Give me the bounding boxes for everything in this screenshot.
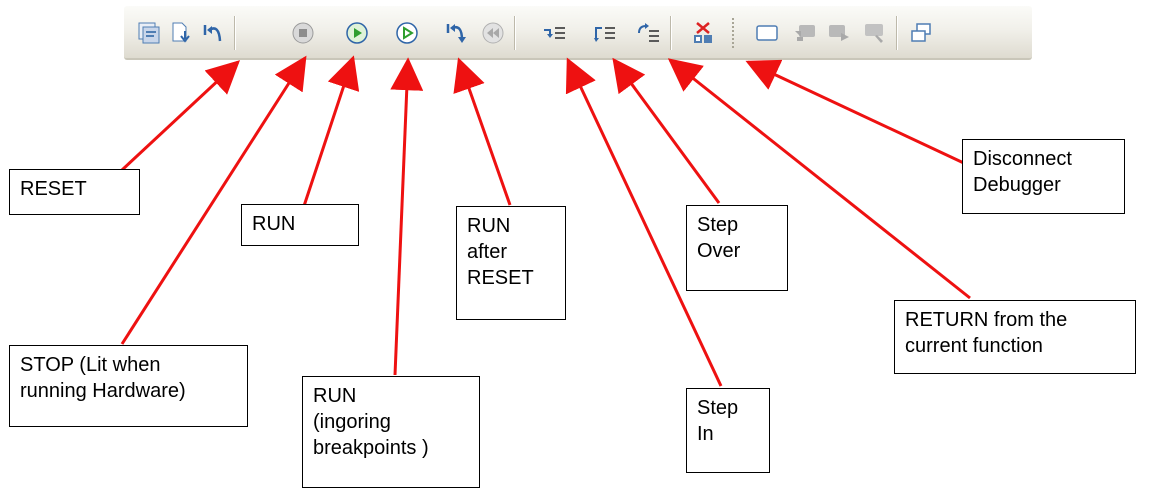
- toolbar-button-watch-window[interactable]: [862, 20, 888, 46]
- callout-disconnect-line: Disconnect: [973, 148, 1072, 170]
- toolbar-separator: [896, 16, 898, 50]
- callout-run-ignore-breakpoints: RUN (ingoring breakpoints ): [302, 376, 480, 488]
- toolbar-button-reset[interactable]: [200, 20, 226, 46]
- toolbar-button-run-after-reset[interactable]: [444, 20, 470, 46]
- arrow-reset: [120, 60, 241, 172]
- step-over-icon: [594, 27, 615, 42]
- callout-disconnect-line: Debugger: [973, 174, 1061, 196]
- toolbar-button-window[interactable]: [754, 20, 780, 46]
- callout-stop-line: STOP (Lit when: [20, 354, 161, 376]
- arrow-run-after-reset: [453, 57, 512, 206]
- callout-step-over-line: Step: [697, 214, 739, 236]
- download-icon: [172, 22, 190, 43]
- watch-window-icon: [865, 24, 883, 43]
- callout-step-over-line: Over: [697, 240, 741, 262]
- callout-stop: STOP (Lit when running Hardware): [9, 345, 248, 427]
- memory-window-icon: [795, 25, 815, 41]
- callout-run-ignore-line: breakpoints ): [313, 437, 429, 459]
- register-window-icon: [829, 25, 849, 41]
- toolbar-button-run[interactable]: [344, 20, 370, 46]
- callout-run-ignore-line: RUN: [313, 385, 357, 407]
- disconnect-icon: [694, 22, 712, 43]
- project-icon: [138, 22, 160, 44]
- window-icon: [756, 25, 778, 41]
- toolbar-button-step-over[interactable]: [592, 20, 618, 46]
- toolbar-separator: [670, 16, 672, 50]
- callout-disconnect-debugger: Disconnect Debugger: [962, 139, 1125, 214]
- callout-run-after-reset: RUN after RESET: [456, 206, 566, 320]
- callout-run-after-reset-line: after: [467, 241, 508, 263]
- arrow-step-over: [612, 57, 721, 204]
- rewind-icon: [482, 22, 504, 44]
- toolbar-separator: [514, 16, 516, 50]
- arrow-run-ignore-breakpoints: [390, 57, 424, 376]
- callout-stop-line: running Hardware): [20, 380, 186, 402]
- debug-toolbar: [124, 6, 1032, 60]
- toolbar-grip[interactable]: [732, 18, 734, 48]
- callout-run-line: RUN: [252, 213, 296, 235]
- callout-return-line: current function: [905, 335, 1043, 357]
- callout-run: RUN: [241, 204, 359, 246]
- callout-step-in-line: Step: [697, 397, 739, 419]
- callout-reset-line: RESET: [20, 178, 87, 200]
- callout-reset: RESET: [9, 169, 140, 215]
- arrow-disconnect: [745, 59, 969, 167]
- callout-return-line: RETURN from the: [905, 309, 1068, 331]
- toolbar-button-project[interactable]: [136, 20, 162, 46]
- toolbar-button-memory-window[interactable]: [792, 20, 818, 46]
- arrow-run: [302, 55, 360, 207]
- toolbar-button-download[interactable]: [168, 20, 194, 46]
- stop-icon: [292, 22, 314, 44]
- toolbar-button-cascade-windows[interactable]: [908, 20, 934, 46]
- toolbar-button-disconnect[interactable]: [690, 20, 716, 46]
- run-after-reset-icon: [446, 24, 466, 43]
- step-return-icon: [638, 23, 659, 42]
- toolbar-button-register-window[interactable]: [826, 20, 852, 46]
- toolbar-button-step-in[interactable]: [542, 20, 568, 46]
- callout-step-over: Step Over: [686, 205, 788, 291]
- toolbar-button-run-ignore-breakpoints[interactable]: [394, 20, 420, 46]
- callout-step-in-line: In: [697, 423, 714, 445]
- callout-step-in: Step In: [686, 388, 770, 473]
- callout-run-after-reset-line: RUN: [467, 215, 511, 237]
- reset-icon: [203, 25, 222, 42]
- callout-run-ignore-line: (ingoring: [313, 411, 391, 433]
- toolbar-button-stop[interactable]: [290, 20, 316, 46]
- run-ignore-breakpoints-icon: [396, 22, 418, 44]
- step-in-icon: [544, 27, 565, 39]
- toolbar-separator: [234, 16, 236, 50]
- run-icon: [346, 22, 368, 44]
- toolbar-button-rewind[interactable]: [480, 20, 506, 46]
- arrow-stop: [120, 55, 307, 345]
- cascade-windows-icon: [911, 23, 931, 42]
- callout-run-after-reset-line: RESET: [467, 267, 534, 289]
- callout-return: RETURN from the current function: [894, 300, 1136, 374]
- toolbar-button-step-return[interactable]: [636, 20, 662, 46]
